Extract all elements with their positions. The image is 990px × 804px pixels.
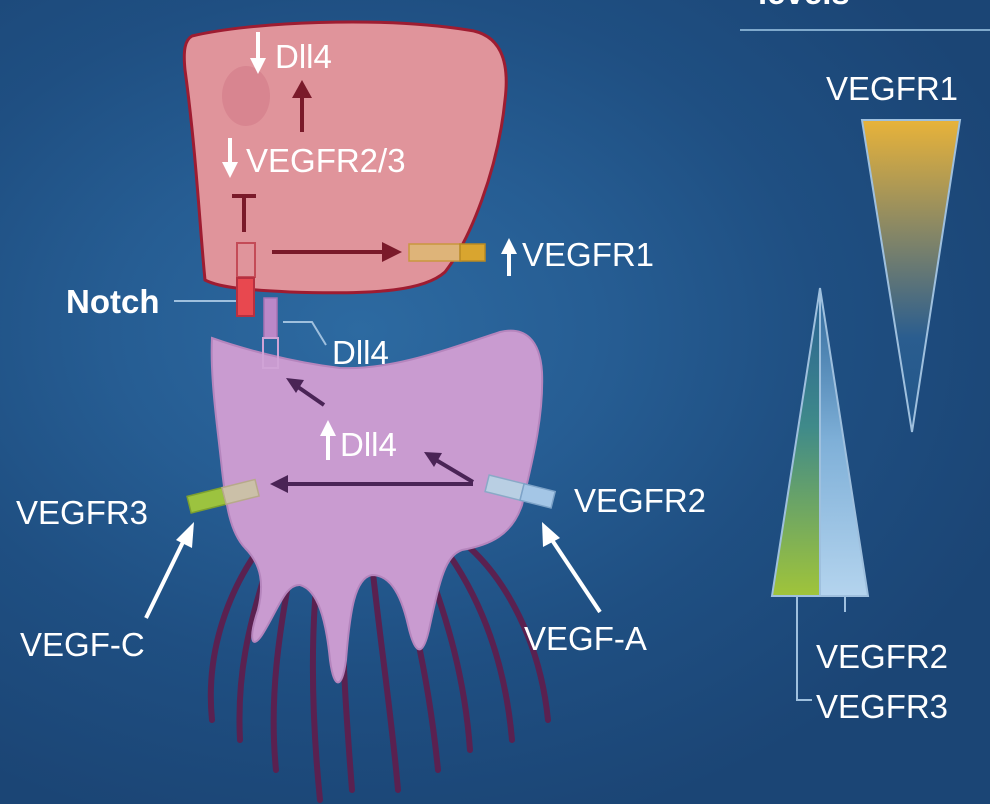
vegfr3-gradient-triangle [772,288,820,596]
gradient-vegfr1-label: VEGFR1 [826,70,958,107]
stalk-vegfa-label: VEGF-A [524,620,647,657]
notch-receptor-lower [237,278,254,316]
stalk-vegfc-label: VEGF-C [20,626,145,663]
gradient-vegfr3-label: VEGFR3 [816,688,948,725]
vegfr1-receptor-outer [460,244,485,261]
dll4-ligand-upper [264,298,277,338]
stalk-dll4-ligand-label: Dll4 [332,334,389,371]
tip-vegfr1-label: VEGFR1 [522,236,654,273]
dll4-ligand-leader-line [283,322,326,345]
tip-cell-nucleus [222,66,270,126]
vegfr1-gradient-triangle [862,120,960,432]
vegfa-arrow-icon [542,522,600,612]
header-partial-title: levels [758,0,850,11]
tip-vegfr23-label: VEGFR2/3 [246,142,406,179]
vegfr1-up-arrow-icon [501,238,517,276]
stalk-vegfr2-label: VEGFR2 [574,482,706,519]
stalk-dll4-up-label: Dll4 [340,426,397,463]
tip-dll4-label: Dll4 [275,38,332,75]
gradient-vegfr2-label: VEGFR2 [816,638,948,675]
stalk-vegfr3-label: VEGFR3 [16,494,148,531]
vegfc-arrow-icon [146,522,194,618]
vegfr2-gradient-triangle [820,288,868,596]
vegfr1-receptor-inner [409,244,461,261]
notch-label: Notch [66,283,160,320]
